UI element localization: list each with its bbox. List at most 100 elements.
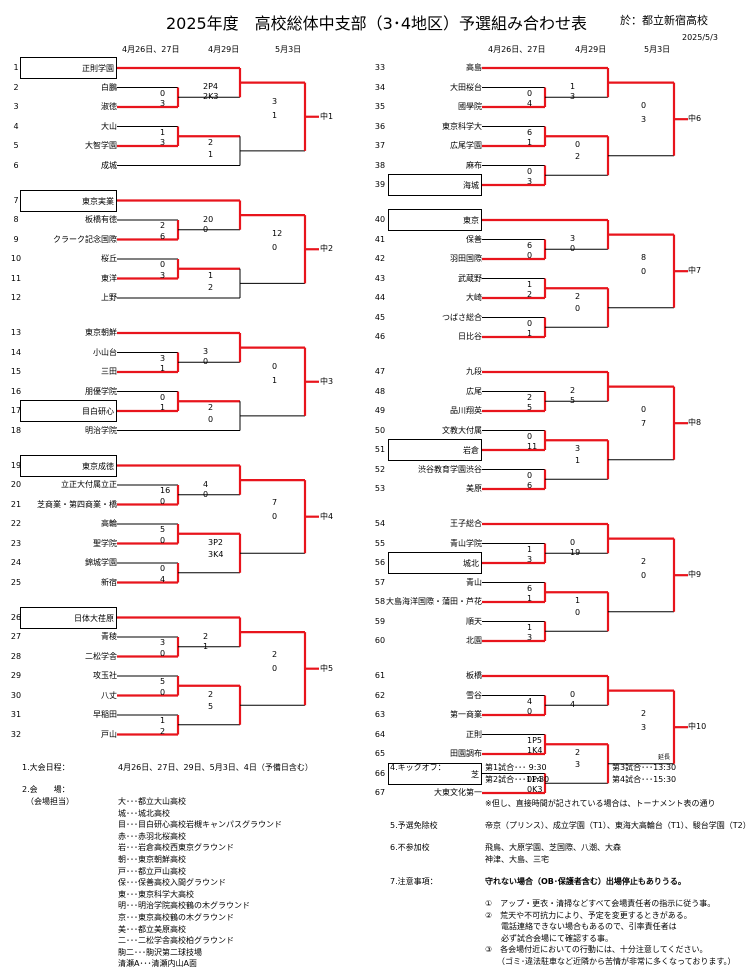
team-name: 青稜	[101, 632, 117, 641]
match-score: 0	[160, 88, 166, 98]
team-name: 広尾学園	[450, 141, 482, 150]
team-name: 順天	[466, 616, 482, 626]
absent-schools: 飛鳥、大原学園、芝国際、八潮、大森	[485, 843, 621, 852]
kickoff-note: ※但し、直接時間が記されている場合は、トーナメント表の通り	[485, 799, 716, 808]
match-score: 0	[160, 648, 166, 658]
team-name: 朋優学院	[85, 386, 117, 396]
team-number: 39	[374, 180, 386, 189]
match-score: 1	[527, 138, 533, 147]
caution-headline: 守れない場合（OB･保護者含む）出場停止もありうる。	[485, 877, 686, 886]
team-number: 63	[374, 710, 386, 719]
team-name: 聖学院	[93, 538, 117, 548]
notes-label: 6.不参加校	[390, 843, 430, 852]
extra-time-label: 延長	[658, 753, 671, 761]
caution-item: ③ 各会場付近においての行動には、十分注意してください。	[485, 945, 708, 954]
match-score: 0	[203, 224, 209, 234]
team-number: 37	[374, 141, 386, 150]
notes-label: 7.注意事項：	[390, 877, 438, 886]
team-name: 美原	[466, 484, 482, 493]
team-number: 42	[374, 254, 386, 263]
team-name: 東京科学大	[442, 121, 482, 131]
team-name: 八丈	[101, 690, 117, 700]
match-score: 2	[570, 386, 576, 395]
page-title: 2025年度 高校総体中支部（3･4地区）予選組み合わせ表	[165, 14, 588, 33]
venue-item: 駒二･･･駒沢第二球技場	[118, 947, 202, 957]
match-score: 3	[527, 633, 533, 642]
team-name-seeded: 日体大荏原	[20, 606, 117, 629]
match-score: 0	[272, 512, 278, 522]
team-number: 19	[10, 460, 22, 470]
team-number: 51	[374, 445, 386, 454]
match-score: 5	[208, 701, 214, 711]
notes-label: 5.予選免除校	[390, 821, 438, 830]
notes-label: 4.キックオフ：	[390, 763, 446, 772]
team-number: 5	[13, 141, 19, 150]
team-name: 第一商業	[450, 710, 482, 719]
match-score: 4	[203, 479, 209, 489]
venue-label: 於：都立新宿高校	[620, 14, 708, 27]
team-number: 7	[13, 195, 19, 205]
team-number: 34	[374, 82, 386, 92]
match-score: 1	[575, 596, 581, 606]
team-name: 青山学院	[450, 538, 482, 548]
match-score: 0	[641, 266, 647, 276]
team-number: 58	[374, 597, 386, 606]
match-score: 4	[570, 700, 576, 709]
match-score: 1	[203, 641, 209, 651]
match-score: 12	[272, 229, 283, 239]
team-name: 渋谷教育学園渋谷	[418, 464, 482, 474]
match-score: 6	[527, 583, 533, 593]
team-number: 29	[10, 671, 22, 680]
team-number: 11	[10, 273, 22, 283]
match-score: 0	[527, 707, 533, 716]
match-score: 0	[160, 564, 166, 573]
block-label: 中1	[320, 111, 334, 121]
match-score: 2	[641, 708, 647, 718]
match-score: 1	[272, 110, 278, 120]
block-label: 中9	[688, 570, 702, 580]
match-score: 16	[160, 486, 171, 495]
match-score: 0	[641, 570, 647, 580]
match-score: 2	[208, 403, 214, 413]
match-score: 4	[160, 574, 166, 584]
team-number: 55	[374, 538, 386, 548]
team-name: 文教大付属	[442, 425, 482, 435]
team-name: 大田桜台	[450, 82, 482, 92]
match-score: 2	[272, 650, 278, 660]
venue-item: 目･･･目白研心高校岩槻キャンパスグラウンド	[118, 820, 282, 830]
match-score: 0	[160, 535, 166, 545]
team-number: 66	[374, 768, 386, 778]
venue-item: 明･･･明治学院高校鶴の木グラウンド	[118, 901, 250, 911]
match-score: 2	[575, 152, 581, 162]
block-label: 中2	[320, 244, 334, 254]
match-score: 1	[570, 82, 576, 91]
round-label: 4月26日、27日	[122, 45, 180, 54]
match-score: 0	[527, 318, 533, 328]
match-score: 0	[527, 431, 533, 441]
match-score: 5	[160, 677, 166, 686]
team-number: 31	[10, 710, 22, 719]
match-score: 0	[272, 664, 278, 674]
notes-label: 2.会 場：	[22, 785, 70, 794]
team-number: 4	[13, 121, 19, 131]
match-score: 0	[570, 244, 576, 253]
team-name: 大崎	[466, 293, 482, 302]
team-number: 18	[10, 425, 22, 435]
notes-sublabel: （会場担当）	[26, 797, 74, 806]
team-number: 2	[13, 82, 19, 92]
match-score: 6	[160, 231, 166, 241]
venue-item: 保･･･保善高校入間グラウンド	[118, 878, 226, 888]
match-score: 6	[527, 240, 533, 250]
team-name-seeded: 東京	[388, 209, 482, 231]
match-score: 19	[570, 548, 581, 557]
venue-item: 清瀬A･･･清瀬内山A面	[118, 959, 197, 969]
match-score: 1	[160, 716, 166, 725]
team-name: 青山	[466, 577, 482, 587]
match-score: 1	[527, 594, 533, 603]
match-score: 3	[641, 114, 647, 124]
team-number: 14	[10, 347, 22, 357]
team-number: 24	[10, 558, 22, 567]
match-score: 11	[527, 442, 538, 451]
team-name: 明治学院	[85, 425, 117, 435]
